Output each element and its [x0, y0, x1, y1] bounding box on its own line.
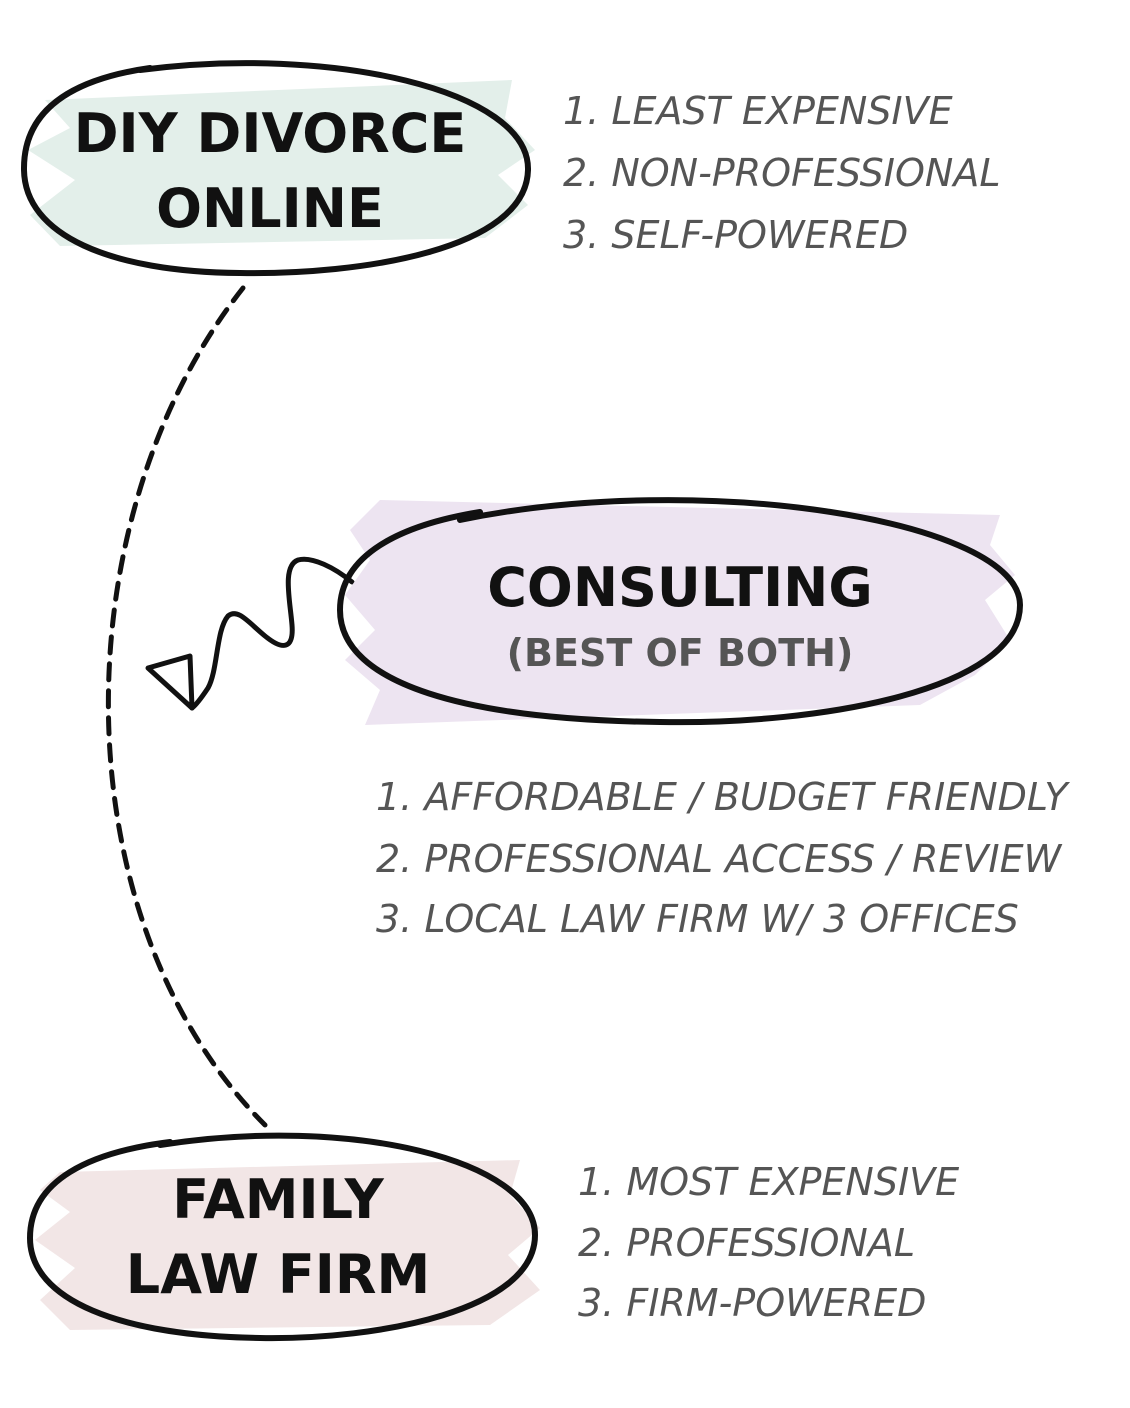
firm-title-line2: LAW FIRM	[126, 1243, 430, 1306]
firm-item-1: 1. MOST EXPENSIVE	[578, 1160, 959, 1204]
diy-item-3: 3. SELF-POWERED	[563, 213, 908, 257]
consulting-item-3: 3. LOCAL LAW FIRM W/ 3 OFFICES	[376, 897, 1019, 941]
consulting-attributes-list: 1. AFFORDABLE / BUDGET FRIENDLY 2. PROFE…	[376, 775, 1070, 941]
diy-title-line2: ONLINE	[156, 177, 384, 240]
arrowhead-icon	[145, 653, 195, 711]
consulting-title: CONSULTING	[487, 556, 872, 619]
consulting-ellipse-outline	[336, 497, 1024, 726]
node-consulting: CONSULTING (BEST OF BOTH)	[336, 497, 1024, 726]
consulting-brush-fill	[345, 500, 1015, 725]
consulting-item-2: 2. PROFESSIONAL ACCESS / REVIEW	[376, 837, 1063, 881]
diy-title-line1: DIY DIVORCE	[74, 102, 467, 165]
diy-item-2: 2. NON-PROFESSIONAL	[563, 151, 1001, 195]
firm-item-3: 3. FIRM-POWERED	[578, 1281, 926, 1325]
diy-item-1: 1. LEAST EXPENSIVE	[563, 89, 953, 133]
diy-brush-fill	[28, 80, 535, 246]
firm-brush-fill	[35, 1160, 540, 1330]
diy-ellipse-outline	[20, 60, 532, 277]
squiggle-arrow	[189, 556, 355, 711]
firm-item-2: 2. PROFESSIONAL	[578, 1221, 915, 1265]
diy-attributes-list: 1. LEAST EXPENSIVE 2. NON-PROFESSIONAL 3…	[563, 89, 1001, 257]
firm-ellipse-outline	[26, 1132, 539, 1342]
node-diy-divorce-online: DIY DIVORCE ONLINE	[20, 60, 535, 277]
dashed-connector	[106, 285, 268, 1128]
firm-attributes-list: 1. MOST EXPENSIVE 2. PROFESSIONAL 3. FIR…	[578, 1160, 959, 1325]
consulting-item-1: 1. AFFORDABLE / BUDGET FRIENDLY	[376, 775, 1070, 819]
consulting-subtitle: (BEST OF BOTH)	[507, 631, 854, 675]
firm-title-line1: FAMILY	[172, 1168, 384, 1231]
node-family-law-firm: FAMILY LAW FIRM	[26, 1132, 540, 1342]
